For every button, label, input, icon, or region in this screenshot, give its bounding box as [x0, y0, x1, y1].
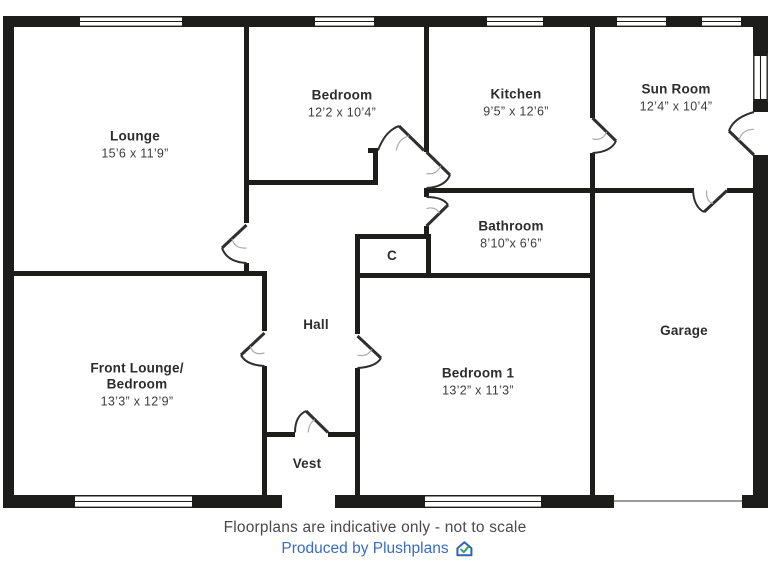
room-label-bathroom: Bathroom 8’10”x 6’6” [478, 219, 543, 252]
room-name: Garage [660, 323, 708, 338]
wall-segment [262, 432, 267, 495]
room-label-closet: C [387, 248, 397, 264]
room-name: Kitchen [490, 86, 542, 102]
window [311, 16, 378, 27]
credit-link[interactable]: Produced by Plushplans [281, 540, 474, 558]
wall-segment [424, 226, 429, 236]
room-name: Front Lounge/ [90, 360, 184, 376]
room-dims: 15’6 x 11’9” [101, 146, 169, 161]
wall-segment [373, 148, 378, 185]
wall-right-upper [753, 16, 768, 53]
room-label-vest: Vest [293, 456, 322, 472]
room-name: Sun Room [641, 81, 711, 97]
room-name: Bathroom [478, 218, 544, 234]
door [294, 409, 330, 434]
door [220, 223, 248, 264]
room-dims: 12’2 x 10’4” [307, 105, 377, 120]
plushplans-logo-icon [456, 541, 473, 557]
door [425, 196, 450, 228]
door [377, 124, 426, 152]
wall-segment [426, 234, 431, 277]
door [692, 189, 729, 214]
room-label-sun-room: Sun Room 12’4” x 10’4” [640, 82, 713, 115]
door [239, 331, 266, 367]
wall-segment [355, 234, 431, 239]
window [76, 16, 186, 27]
room-name: Bedroom [106, 376, 168, 392]
wall-left [3, 16, 14, 508]
door [727, 111, 756, 157]
room-name: Lounge [110, 128, 160, 144]
wall-segment [262, 366, 267, 432]
window [421, 495, 545, 508]
room-label-front-lounge: Front Lounge/ Bedroom 13’3” x 12’9” [90, 361, 183, 410]
windows [71, 16, 768, 508]
door [591, 116, 618, 154]
room-name: Hall [303, 317, 329, 332]
room-name: Bedroom [311, 87, 373, 103]
wall-segment [424, 27, 429, 152]
wall-segment [244, 27, 249, 223]
room-dims: 12’4” x 10’4” [639, 99, 713, 114]
doors [220, 111, 756, 434]
wall-segment [368, 148, 378, 153]
wall-segment [424, 188, 694, 193]
wall-segment [355, 368, 360, 432]
room-label-hall: Hall [303, 317, 329, 333]
window [613, 16, 670, 27]
window [483, 16, 547, 27]
wall-segment [590, 153, 595, 190]
wall-segment [13, 271, 267, 276]
room-name: Bedroom 1 [441, 365, 515, 381]
wall-segment [355, 275, 360, 334]
wall-segment [246, 180, 378, 185]
window [71, 495, 196, 508]
wall-right-mid [753, 102, 768, 112]
door [356, 334, 383, 369]
room-label-lounge: Lounge 15’6 x 11’9” [101, 129, 168, 162]
room-label-bedroom: Bedroom 12’2 x 10’4” [308, 88, 376, 121]
wall-segment [244, 263, 249, 273]
door [425, 150, 452, 189]
room-dims: 13’3” x 12’9” [100, 394, 174, 409]
wall-segment [590, 27, 595, 118]
room-dims: 13’2” x 11’3” [442, 383, 514, 398]
wall-segment [355, 234, 360, 277]
credit-text: Produced by Plushplans [281, 540, 449, 557]
wall-segment [262, 276, 267, 331]
room-name: C [387, 248, 397, 263]
room-name: Vest [292, 456, 322, 471]
room-dims: 9’5” x 12’6” [483, 104, 549, 119]
wall-segment [328, 432, 358, 437]
window [698, 16, 745, 27]
wall-segment [267, 432, 295, 437]
room-label-bedroom1: Bedroom 1 13’2” x 11’3” [442, 366, 514, 399]
wall-right-lower [753, 155, 768, 508]
room-label-garage: Garage [660, 323, 708, 339]
disclaimer-text: Floorplans are indicative only - not to … [223, 519, 527, 536]
wall-top [3, 16, 768, 27]
window [753, 52, 768, 103]
room-label-kitchen: Kitchen 9’5” x 12’6” [483, 87, 548, 120]
interior-walls [13, 27, 753, 495]
wall-segment [355, 273, 595, 278]
wall-segment [590, 188, 595, 495]
wall-segment [355, 432, 360, 495]
room-dims: 8’10”x 6’6” [480, 236, 542, 251]
wall-segment [727, 188, 753, 193]
